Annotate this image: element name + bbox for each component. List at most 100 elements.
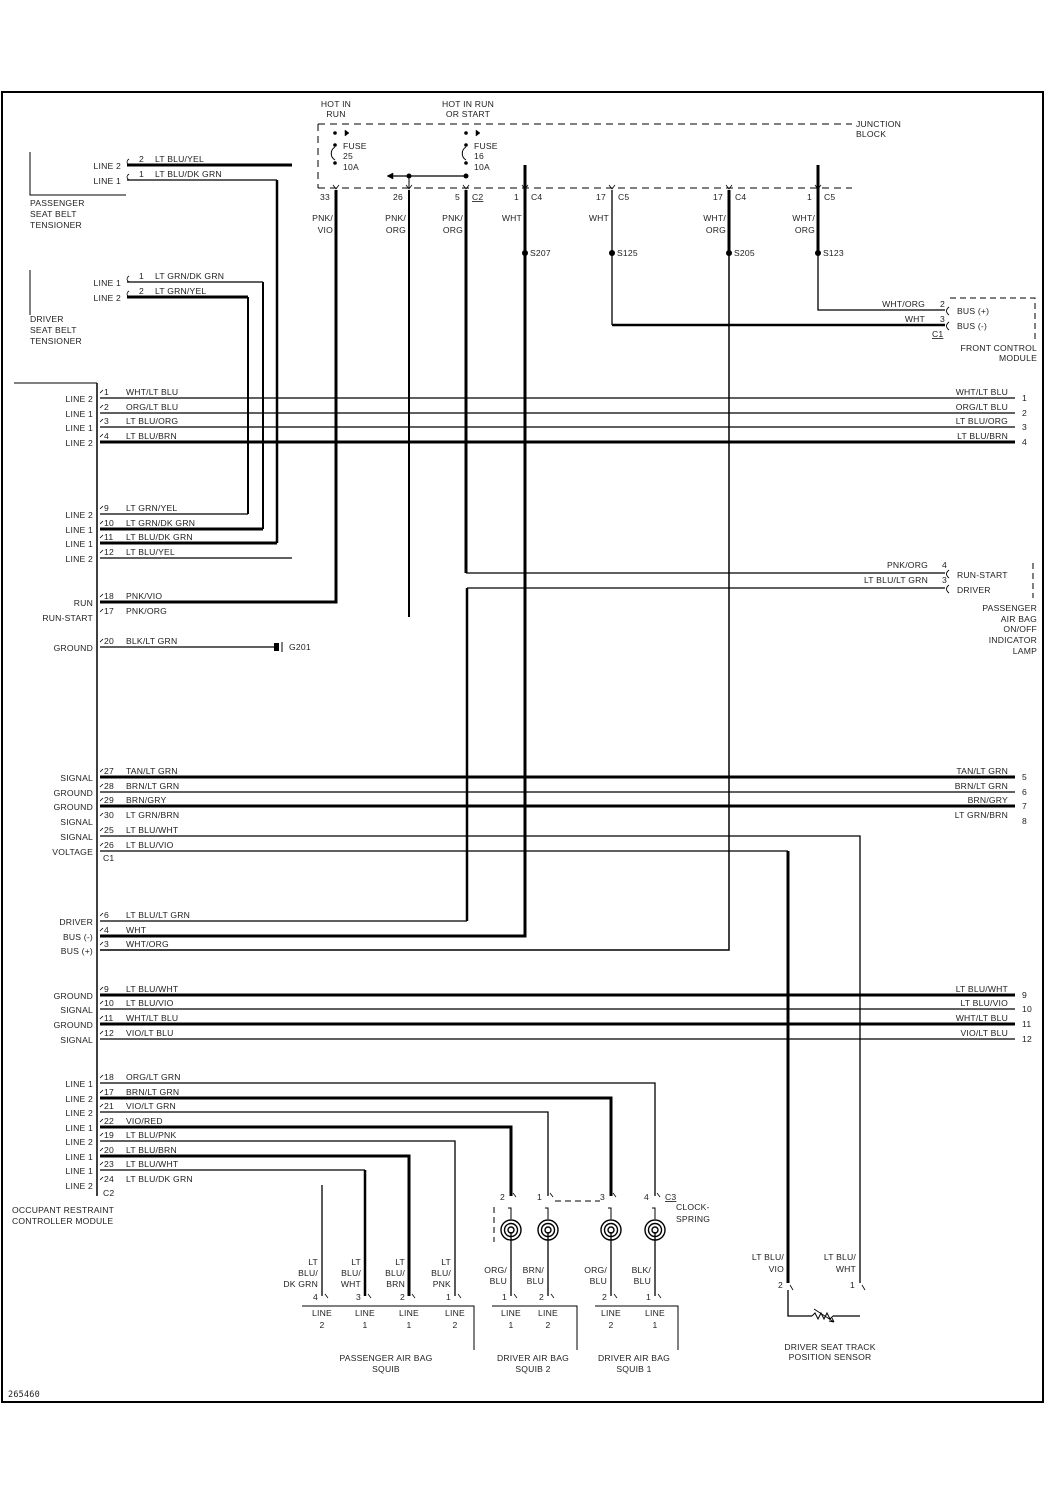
wire-color-label: BLU [490, 1276, 507, 1286]
front-control-module-title: FRONT CONTROL [961, 343, 1037, 353]
wire-color-label: LT BLU/WHT [126, 1159, 179, 1169]
wire-bus-minus-wht [100, 165, 527, 938]
orc-pin-number: 22 [104, 1116, 114, 1126]
connector-pin-number: 7 [1022, 801, 1027, 811]
connector-terminal-mark [99, 827, 104, 832]
connector-pin-number: 8 [1022, 816, 1027, 826]
connector-terminal-mark [99, 534, 104, 539]
connector-terminal-mark [99, 927, 104, 932]
orc-pin-function-label: LINE 1 [66, 1166, 93, 1176]
wire-color-label: LT BLU/PNK [126, 1130, 176, 1140]
squib-pin-number: 1 [446, 1292, 451, 1302]
splice-label: S205 [734, 248, 755, 258]
orc-pin-function-label: BUS (-) [63, 932, 93, 942]
connector-id-label: C1 [103, 853, 114, 863]
connector-terminal-mark [99, 433, 104, 438]
connector-terminal-mark [99, 549, 104, 554]
wire-color-label: LT [351, 1257, 361, 1267]
passenger-tensioner-title: PASSENGER [30, 198, 85, 208]
orc-pin-number: 21 [104, 1101, 114, 1111]
connector-pin-number: 3 [942, 575, 947, 585]
orc-pin-function-label: LINE 2 [66, 1108, 93, 1118]
pin-number: 2 [139, 154, 144, 164]
sensor-pin-number: 1 [850, 1280, 855, 1290]
clockspring-lead [608, 1207, 612, 1219]
wire-color-label: WHT/LT BLU [956, 387, 1008, 397]
driver-tensioner-title: DRIVER [30, 314, 64, 324]
connector-terminal-mark [946, 569, 950, 579]
fuse-terminal-dot [333, 131, 337, 135]
wire-c2-21 [100, 1111, 549, 1196]
connector-pin-number: 10 [1022, 1004, 1032, 1014]
orc-pin-number: 18 [104, 1072, 114, 1082]
connector-terminal-mark [861, 1284, 866, 1291]
orc-pin-number: 11 [104, 1013, 113, 1023]
connector-terminal-mark [99, 1118, 104, 1123]
orc-pin-function-label: LINE 1 [66, 539, 93, 549]
wire-color-label: WHT/ORG [882, 299, 925, 309]
orc-pin-number: 29 [104, 795, 114, 805]
wire-color-label: LT [395, 1257, 405, 1267]
wire-color-label: LT [308, 1257, 318, 1267]
connector-id-label: C2 [103, 1188, 114, 1198]
splice-label: S123 [823, 248, 844, 258]
connector-terminal-mark [99, 783, 104, 788]
squib-pin-number: 3 [356, 1292, 361, 1302]
wire-color-label: LT BLU/ [752, 1252, 785, 1262]
fuse-label: FUSE [474, 141, 498, 151]
driver-tensioner-title: SEAT BELT [30, 325, 77, 335]
connector-terminal-mark [99, 389, 104, 394]
connector-pin-number: 12 [1022, 1034, 1032, 1044]
wire-color-label: ORG/ [584, 1265, 607, 1275]
wire-color-label: BRN [386, 1279, 405, 1289]
wire-color-label: LT BLU/BRN [126, 431, 177, 441]
orc-pin-function-label: SIGNAL [60, 1005, 93, 1015]
wire-color-label: LT BLU/YEL [155, 154, 204, 164]
orc-pin-function-label: LINE 2 [66, 1137, 93, 1147]
squib-line-label: LINE [538, 1308, 558, 1318]
connector-terminal-mark [457, 1293, 462, 1299]
wire-color-label: ORG/ [484, 1265, 507, 1275]
wire-color-label: LT BLU/DK GRN [155, 169, 222, 179]
fuse-icon [330, 146, 336, 161]
connector-id-label: C1 [932, 329, 943, 339]
fuse-number: 25 [343, 151, 353, 161]
squib-line-number: 1 [653, 1320, 658, 1330]
sensor-title: POSITION SENSOR [789, 1352, 872, 1362]
orc-pin-function-label: LINE 1 [66, 525, 93, 535]
orc-title: OCCUPANT RESTRAINT [12, 1205, 115, 1215]
wire-color-label: BLU/ [431, 1268, 451, 1278]
orc-pin-number: 28 [104, 781, 114, 791]
fuse-icon [461, 146, 467, 161]
connector-terminal-mark [99, 1089, 104, 1094]
orc-pin-function-label: RUN-START [42, 613, 93, 623]
wire-color-label: ORG/LT GRN [126, 1072, 181, 1082]
orc-pin-number: 20 [104, 1145, 114, 1155]
squib-pin-number: 1 [502, 1292, 507, 1302]
orc-pin-function-label: DRIVER [59, 917, 93, 927]
fuse-terminal-dot [333, 143, 337, 147]
orc-pin-function-label: GROUND [54, 643, 93, 653]
orc-pin-function-label: LINE 2 [66, 1094, 93, 1104]
wire-color-label: VIO [318, 225, 334, 235]
squib-line-label: LINE [312, 1308, 332, 1318]
connector-terminal-mark [99, 404, 104, 409]
connector-pin-number: 1 [807, 192, 812, 202]
squib-line-number: 1 [509, 1320, 514, 1330]
wire-color-label: LT BLU/VIO [126, 998, 174, 1008]
fuse-terminal-dot [464, 143, 468, 147]
clockspring-title: CLOCK- [676, 1202, 710, 1212]
orc-pin-number: 17 [104, 606, 114, 616]
wire-color-label: WHT [836, 1264, 857, 1274]
power-source-label: HOT IN RUN [442, 99, 494, 109]
wire-color-label: LT BLU/ORG [956, 416, 1008, 426]
squib-outline [302, 1305, 475, 1350]
wire-color-label: ORG/LT BLU [126, 402, 178, 412]
splice-label: S207 [530, 248, 551, 258]
connector-terminal-mark [324, 1293, 329, 1299]
orc-pin-function-label: GROUND [54, 802, 93, 812]
fuse-number: 16 [474, 151, 484, 161]
squib-line-number: 2 [320, 1320, 325, 1330]
power-source-label: OR START [446, 109, 491, 119]
